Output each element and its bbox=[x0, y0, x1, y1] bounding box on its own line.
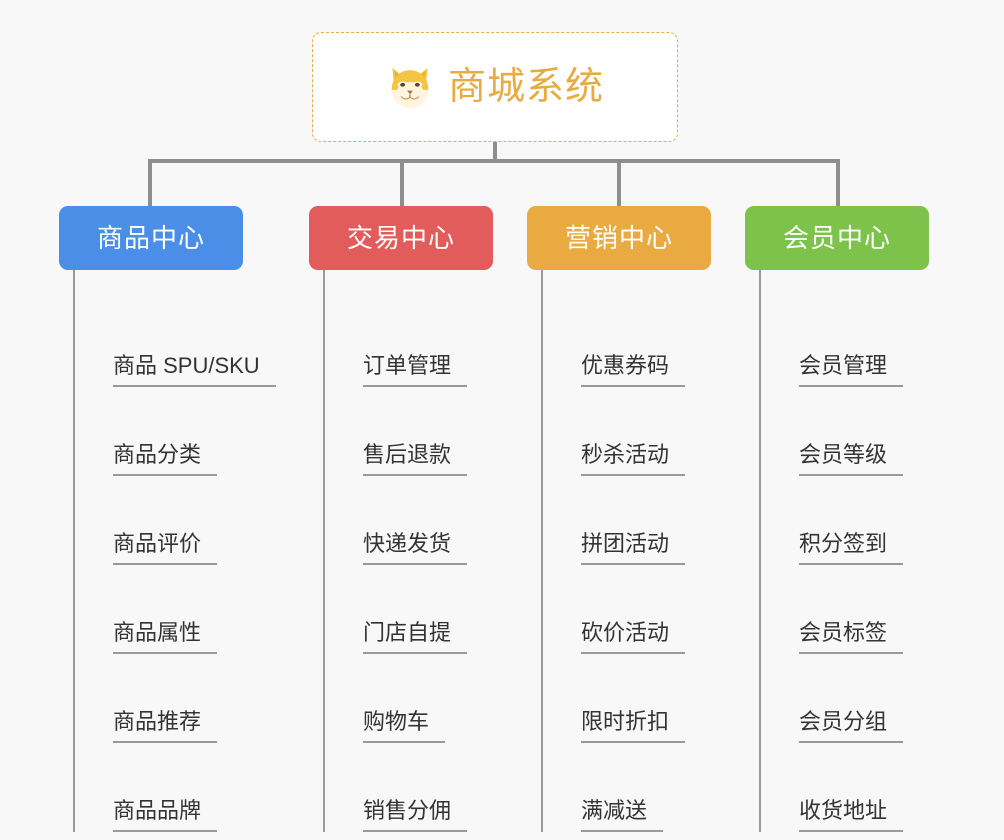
leaf-item-label: 积分签到 bbox=[799, 530, 888, 556]
shiba-inu-dog-face-icon bbox=[391, 67, 429, 109]
branch-column-2: 交易中心 订单管理 售后退款 快递发货 门店自提 购物车 销售分佣 bbox=[309, 206, 527, 832]
leaf-item[interactable]: 快递发货 bbox=[325, 476, 527, 565]
branch-column-4: 会员中心 会员管理 会员等级 积分签到 会员标签 会员分组 收货地址 bbox=[745, 206, 961, 832]
connector-root-stem bbox=[493, 142, 497, 163]
leaf-list-2: 订单管理 售后退款 快递发货 门店自提 购物车 销售分佣 bbox=[323, 270, 527, 832]
connector-horizontal-bus bbox=[148, 159, 840, 163]
leaf-item[interactable]: 商品属性 bbox=[75, 565, 309, 654]
category-header-2[interactable]: 交易中心 bbox=[309, 206, 493, 270]
leaf-list-3: 优惠券码 秒杀活动 拼团活动 砍价活动 限时折扣 满减送 bbox=[541, 270, 743, 832]
leaf-item[interactable]: 商品分类 bbox=[75, 387, 309, 476]
leaf-item-label: 购物车 bbox=[363, 708, 430, 734]
leaf-item-label: 秒杀活动 bbox=[581, 441, 670, 467]
category-header-2-label: 交易中心 bbox=[346, 223, 455, 253]
connector-drop-2 bbox=[400, 159, 404, 207]
root-node[interactable]: 商城系统 bbox=[312, 32, 678, 142]
leaf-item[interactable]: 收货地址 bbox=[761, 743, 961, 832]
leaf-item-label: 会员标签 bbox=[799, 619, 888, 645]
leaf-item-label: 商品 SPU/SKU bbox=[113, 352, 260, 378]
leaf-item[interactable]: 销售分佣 bbox=[325, 743, 527, 832]
leaf-item-label: 限时折扣 bbox=[581, 708, 670, 734]
category-header-3[interactable]: 营销中心 bbox=[527, 206, 711, 270]
leaf-item[interactable]: 积分签到 bbox=[761, 476, 961, 565]
leaf-list-1: 商品 SPU/SKU 商品分类 商品评价 商品属性 商品推荐 商品品牌 bbox=[73, 270, 309, 832]
leaf-item[interactable]: 砍价活动 bbox=[543, 565, 743, 654]
branch-column-3: 营销中心 优惠券码 秒杀活动 拼团活动 砍价活动 限时折扣 满减送 bbox=[527, 206, 743, 832]
leaf-item-label: 商品推荐 bbox=[113, 708, 202, 734]
connector-drop-3 bbox=[617, 159, 621, 207]
leaf-item[interactable]: 商品 SPU/SKU bbox=[75, 298, 309, 387]
category-header-3-label: 营销中心 bbox=[564, 223, 673, 253]
leaf-item[interactable]: 会员分组 bbox=[761, 654, 961, 743]
leaf-item[interactable]: 订单管理 bbox=[325, 298, 527, 387]
leaf-item-label: 商品属性 bbox=[113, 619, 202, 645]
connector-drop-4 bbox=[836, 159, 840, 207]
leaf-item-label: 商品评价 bbox=[113, 530, 202, 556]
leaf-item-label: 收货地址 bbox=[799, 797, 888, 823]
leaf-item[interactable]: 商品评价 bbox=[75, 476, 309, 565]
leaf-item-label: 快递发货 bbox=[363, 530, 452, 556]
category-header-1[interactable]: 商品中心 bbox=[59, 206, 243, 270]
leaf-item[interactable]: 会员标签 bbox=[761, 565, 961, 654]
leaf-item[interactable]: 优惠券码 bbox=[543, 298, 743, 387]
leaf-item[interactable]: 限时折扣 bbox=[543, 654, 743, 743]
leaf-item[interactable]: 秒杀活动 bbox=[543, 387, 743, 476]
leaf-item-label: 会员等级 bbox=[799, 441, 888, 467]
leaf-item-label: 订单管理 bbox=[363, 352, 452, 378]
leaf-item-label: 砍价活动 bbox=[581, 619, 670, 645]
leaf-item[interactable]: 会员等级 bbox=[761, 387, 961, 476]
category-header-4-label: 会员中心 bbox=[782, 223, 891, 253]
root-node-label: 商城系统 bbox=[447, 66, 604, 108]
leaf-item[interactable]: 商品品牌 bbox=[75, 743, 309, 832]
leaf-item-label: 会员管理 bbox=[799, 352, 888, 378]
leaf-list-4: 会员管理 会员等级 积分签到 会员标签 会员分组 收货地址 bbox=[759, 270, 961, 832]
leaf-item-label: 拼团活动 bbox=[581, 530, 670, 556]
category-header-1-label: 商品中心 bbox=[96, 223, 205, 253]
leaf-item-label: 门店自提 bbox=[363, 619, 452, 645]
leaf-item-label: 满减送 bbox=[581, 797, 648, 823]
leaf-item[interactable]: 拼团活动 bbox=[543, 476, 743, 565]
leaf-item-label: 销售分佣 bbox=[363, 797, 452, 823]
branch-column-1: 商品中心 商品 SPU/SKU 商品分类 商品评价 商品属性 商品推荐 商品品牌 bbox=[59, 206, 309, 832]
leaf-item[interactable]: 购物车 bbox=[325, 654, 527, 743]
leaf-item-label: 会员分组 bbox=[799, 708, 888, 734]
leaf-item[interactable]: 会员管理 bbox=[761, 298, 961, 387]
leaf-item-label: 售后退款 bbox=[363, 441, 452, 467]
leaf-item-label: 优惠券码 bbox=[581, 352, 670, 378]
leaf-item[interactable]: 满减送 bbox=[543, 743, 743, 832]
leaf-item-label: 商品分类 bbox=[113, 441, 202, 467]
leaf-item-label: 商品品牌 bbox=[113, 797, 202, 823]
category-header-4[interactable]: 会员中心 bbox=[745, 206, 929, 270]
leaf-item[interactable]: 商品推荐 bbox=[75, 654, 309, 743]
leaf-item[interactable]: 门店自提 bbox=[325, 565, 527, 654]
leaf-item[interactable]: 售后退款 bbox=[325, 387, 527, 476]
connector-drop-1 bbox=[148, 159, 152, 207]
